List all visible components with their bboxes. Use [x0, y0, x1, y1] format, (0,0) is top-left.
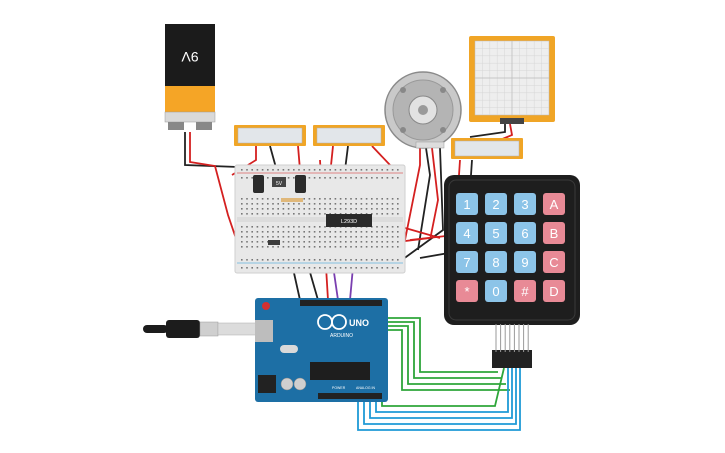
keypad-key-6[interactable]: 6	[514, 222, 536, 244]
keypad-key-label: 4	[463, 226, 470, 241]
arduino-analog-header[interactable]	[318, 393, 382, 399]
battery-terminal-neg[interactable]	[168, 122, 184, 130]
keypad-key-2[interactable]: 2	[485, 193, 507, 215]
keypad-key-5[interactable]: 5	[485, 222, 507, 244]
regulator-label: 5V	[276, 181, 283, 187]
arduino-crystal	[280, 345, 298, 353]
keypad-key-label: B	[550, 226, 559, 241]
breadboard[interactable]: 5V L293D	[234, 164, 406, 274]
motor-driver-label: L293D	[341, 219, 357, 225]
arduino-uno-board[interactable]: UNO ARDUINO POWER ANALOG IN	[255, 298, 388, 402]
keypad-key-label: D	[549, 284, 558, 299]
keypad-key-label: #	[521, 284, 529, 299]
arduino-digital-header[interactable]	[300, 300, 382, 306]
keypad-key-hash[interactable]: #	[514, 280, 536, 302]
keypad-key-label: *	[464, 284, 469, 299]
motor-wire-4[interactable]	[394, 147, 444, 266]
battery-positive-wire[interactable]	[189, 132, 246, 266]
potentiometer-3[interactable]	[451, 138, 523, 159]
keypad-key-label: 7	[463, 255, 470, 270]
arduino-microcontroller	[310, 362, 370, 380]
arduino-power-label: POWER	[332, 386, 346, 390]
keypad-key-8[interactable]: 8	[485, 251, 507, 273]
keypad-wire-1[interactable]	[370, 317, 498, 373]
keypad-wire-2[interactable]	[370, 321, 502, 379]
keypad-key-A[interactable]: A	[543, 193, 565, 215]
arduino-reset-button[interactable]	[262, 302, 270, 310]
keypad-wire-6[interactable]	[363, 368, 517, 425]
arduino-capacitor-2	[293, 377, 307, 391]
arduino-model-label: UNO	[349, 318, 369, 328]
motor-wire-1[interactable]	[404, 148, 421, 241]
keypad-key-label: 8	[492, 255, 499, 270]
arduino-analog-label: ANALOG IN	[356, 386, 376, 390]
keypad-key-3[interactable]: 3	[514, 193, 536, 215]
keypad-wire-8[interactable]	[375, 368, 509, 413]
voltage-regulator[interactable]	[272, 177, 286, 187]
keypad-wire-4[interactable]	[370, 329, 510, 391]
arduino-power-jack[interactable]	[258, 375, 276, 393]
motor-wire-2[interactable]	[417, 147, 431, 251]
keypad-4x4[interactable]: 1 2 3 A 4 5 6 B 7 8 9 C * 0 # D	[444, 175, 580, 368]
keypad-key-label: 5	[492, 226, 499, 241]
potentiometer-2[interactable]	[313, 125, 385, 146]
keypad-key-7[interactable]: 7	[456, 251, 478, 273]
transistor[interactable]	[268, 240, 280, 245]
keypad-key-label: 1	[463, 197, 470, 212]
keypad-key-label: A	[550, 197, 559, 212]
keypad-connector[interactable]	[492, 350, 532, 368]
keypad-key-C[interactable]: C	[543, 251, 565, 273]
keypad-key-label: 2	[492, 197, 499, 212]
keypad-key-star[interactable]: *	[456, 280, 478, 302]
keypad-wire-3[interactable]	[370, 325, 506, 385]
keypad-key-label: C	[549, 255, 558, 270]
pot2-wire-c[interactable]	[371, 145, 391, 166]
dc-motor-icon[interactable]	[384, 71, 462, 149]
keypad-key-label: 3	[521, 197, 528, 212]
keypad-key-1[interactable]: 1	[456, 193, 478, 215]
keypad-key-label: 6	[521, 226, 528, 241]
keypad-key-9[interactable]: 9	[514, 251, 536, 273]
keypad-wire-5[interactable]	[357, 368, 521, 431]
keypad-key-D[interactable]: D	[543, 280, 565, 302]
keypad-key-B[interactable]: B	[543, 222, 565, 244]
motor-wire-3[interactable]	[429, 147, 439, 241]
battery-label: 9V	[181, 49, 199, 65]
capacitor-1[interactable]	[253, 175, 264, 193]
keypad-wire-7[interactable]	[369, 368, 513, 419]
resistor[interactable]	[281, 198, 303, 202]
arduino-logo-right	[331, 314, 347, 330]
potentiometer-1[interactable]	[234, 125, 306, 146]
arduino-usb-port[interactable]	[255, 320, 273, 342]
battery-9v[interactable]: 9V	[164, 24, 216, 130]
graph-panel-connector[interactable]	[500, 118, 524, 124]
battery-body	[165, 24, 215, 86]
usb-plug-icon[interactable]	[143, 320, 259, 338]
motor-driver-chip[interactable]	[326, 214, 372, 227]
keypad-key-label: 9	[521, 255, 528, 270]
arduino-brand-label: ARDUINO	[330, 333, 353, 339]
arduino-capacitor-1	[280, 377, 294, 391]
battery-cap	[164, 111, 216, 123]
capacitor-2[interactable]	[295, 175, 306, 193]
keypad-key-0[interactable]: 0	[485, 280, 507, 302]
graph-panel-icon[interactable]	[469, 36, 555, 124]
keypad-key-label: 0	[492, 284, 499, 299]
keypad-wire-9[interactable]	[381, 367, 505, 407]
keypad-key-4[interactable]: 4	[456, 222, 478, 244]
plotter-wire-gnd[interactable]	[469, 124, 506, 138]
battery-terminal-pos[interactable]	[196, 122, 212, 130]
battery-band	[165, 86, 215, 112]
